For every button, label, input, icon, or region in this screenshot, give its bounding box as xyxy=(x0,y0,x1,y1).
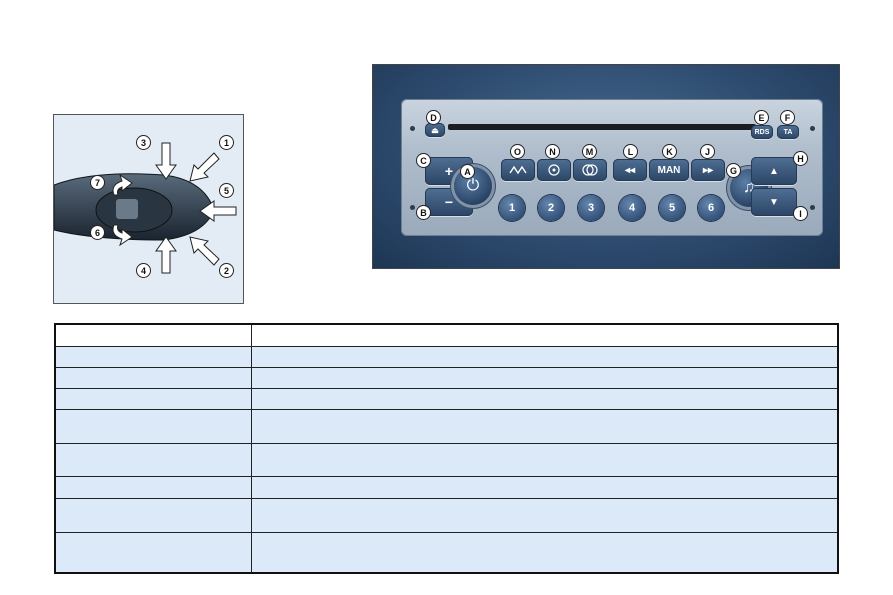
screw xyxy=(810,126,815,131)
table-row xyxy=(54,345,839,368)
preset-1-button[interactable]: 1 xyxy=(499,195,525,221)
preset-3-button[interactable]: 3 xyxy=(578,195,604,221)
table-row xyxy=(54,408,839,444)
table-cell xyxy=(251,323,839,347)
callout-n: N xyxy=(545,144,560,159)
table-cell xyxy=(54,323,252,347)
disc-icon xyxy=(548,164,560,176)
source-button-n[interactable] xyxy=(537,159,571,181)
table-cell xyxy=(54,366,252,389)
callout-e: E xyxy=(754,110,769,125)
preset-2-button[interactable]: 2 xyxy=(538,195,564,221)
table-cell xyxy=(251,498,839,534)
band-button-o[interactable] xyxy=(501,159,535,181)
preset-6-button[interactable]: 6 xyxy=(698,195,724,221)
arrow-6 xyxy=(112,224,133,247)
table-row xyxy=(54,387,839,410)
callout-f: F xyxy=(780,110,795,125)
table-row xyxy=(54,442,839,478)
callout-h: H xyxy=(793,151,808,166)
ta-button[interactable]: TA xyxy=(777,125,799,139)
callout-o: O xyxy=(510,144,525,159)
table-cell xyxy=(251,476,839,500)
band-icon xyxy=(509,165,527,175)
callout-k: K xyxy=(662,144,677,159)
steering-stalk-illustration: 1 2 3 4 5 6 7 xyxy=(53,114,244,304)
stalk-wheel xyxy=(116,199,138,219)
callout-7: 7 xyxy=(90,175,105,190)
arrow-3 xyxy=(155,142,177,180)
controls-table xyxy=(54,323,839,574)
table-cell xyxy=(251,532,839,574)
arrow-5 xyxy=(199,200,237,222)
arrow-7 xyxy=(112,173,133,196)
table-cell xyxy=(54,345,252,368)
callout-5: 5 xyxy=(219,183,234,198)
rewind-button[interactable]: ◂◂ xyxy=(613,159,647,181)
table-row xyxy=(54,366,839,389)
callout-m: M xyxy=(582,144,597,159)
seek-up-button[interactable]: ▲ xyxy=(751,157,797,185)
callout-l: L xyxy=(623,144,638,159)
callout-i: I xyxy=(793,206,808,221)
table-cell xyxy=(54,476,252,500)
callout-g: G xyxy=(726,163,741,178)
screw xyxy=(410,205,415,210)
callout-j: J xyxy=(700,144,715,159)
callout-a: A xyxy=(460,164,475,179)
preset-5-button[interactable]: 5 xyxy=(659,195,685,221)
callout-4: 4 xyxy=(136,263,151,278)
arrow-1 xyxy=(189,152,220,182)
cd-slot xyxy=(448,124,756,130)
table-cell xyxy=(251,345,839,368)
callout-3: 3 xyxy=(136,135,151,150)
preset-4-button[interactable]: 4 xyxy=(619,195,645,221)
table-row xyxy=(54,498,839,534)
callout-1: 1 xyxy=(219,135,234,150)
radio-unit-illustration: ⏏ RDS TA + − ⏻ ◂◂ MAN ▸▸ 1 2 3 4 5 6 ♫ ▲… xyxy=(372,64,840,269)
table-cell xyxy=(251,408,839,444)
eject-button[interactable]: ⏏ xyxy=(425,123,445,137)
table-row xyxy=(54,532,839,574)
table-cell xyxy=(251,442,839,478)
table-cell xyxy=(251,387,839,410)
rds-button[interactable]: RDS xyxy=(751,125,773,139)
seek-down-button[interactable]: ▼ xyxy=(751,188,797,216)
callout-d: D xyxy=(426,110,441,125)
table-cell xyxy=(54,387,252,410)
table-header-row xyxy=(54,323,839,347)
table-row xyxy=(54,476,839,500)
callout-6: 6 xyxy=(90,225,105,240)
table-cell xyxy=(54,442,252,478)
table-cell xyxy=(251,366,839,389)
table-cell xyxy=(54,408,252,444)
callout-c: C xyxy=(416,153,431,168)
screw xyxy=(810,205,815,210)
callout-2: 2 xyxy=(219,263,234,278)
forward-button[interactable]: ▸▸ xyxy=(691,159,725,181)
man-button[interactable]: MAN xyxy=(649,159,689,181)
arrow-4 xyxy=(155,236,177,274)
source-button-m[interactable] xyxy=(573,159,607,181)
callout-b: B xyxy=(416,205,431,220)
table-cell xyxy=(54,532,252,574)
stalk-drawing xyxy=(54,142,237,274)
screw xyxy=(410,126,415,131)
cd-changer-icon xyxy=(582,164,598,176)
arrow-2 xyxy=(189,236,220,266)
table-cell xyxy=(54,498,252,534)
